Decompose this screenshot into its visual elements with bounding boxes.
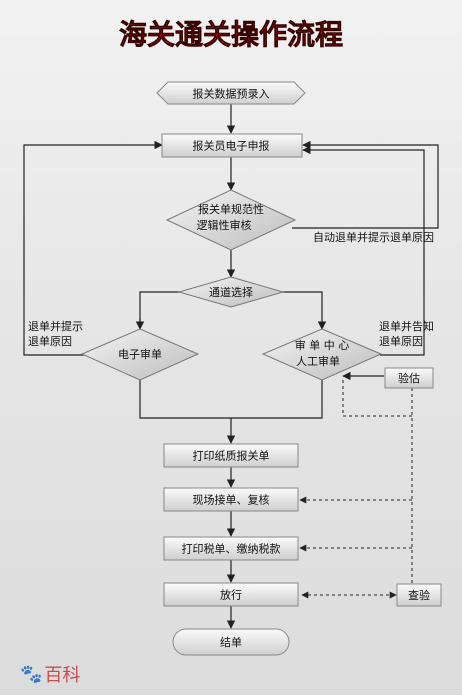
node-release-label: 放行 <box>220 588 242 602</box>
label-return-right-line2: 退单原因 <box>379 335 423 348</box>
edge-return-left <box>23 140 163 356</box>
node-onsite: 现场接单、复核 <box>163 487 299 512</box>
node-manual-line2: 人工审单 <box>296 354 340 368</box>
node-declarer-label: 报关员电子申报 <box>193 139 270 153</box>
watermark-text: 百科 <box>44 665 81 686</box>
node-verify: 查验 <box>396 583 442 607</box>
label-return-left-line1: 退单并提示 <box>28 319 83 333</box>
label-return-right-line1: 退单并告知 <box>379 319 434 333</box>
node-inspect-label: 验估 <box>398 371 420 385</box>
node-declarer: 报关员电子申报 <box>161 133 303 158</box>
label-return-left-line2: 退单原因 <box>28 335 72 348</box>
node-end-label: 结单 <box>220 636 242 649</box>
node-manual-line1: 审 单 中 心 <box>295 338 350 352</box>
baidu-logo: 🐾 百科 <box>20 660 80 688</box>
node-print-paper-label: 打印纸质报关单 <box>193 449 270 463</box>
connectors <box>23 104 439 629</box>
dashed-links <box>299 380 413 599</box>
node-print-paper: 打印纸质报关单 <box>163 443 299 468</box>
edge-merge <box>139 380 323 419</box>
node-e-review-label: 电子审单 <box>118 347 162 361</box>
node-verify-label: 查验 <box>408 588 430 602</box>
node-print-tax: 打印税单、缴纳税款 <box>163 536 299 561</box>
edge-auto-return <box>292 140 439 229</box>
node-predeclare: 报关数据预录入 <box>156 81 306 105</box>
node-print-tax-label: 打印税单、缴纳税款 <box>182 542 281 556</box>
node-inspect: 验估 <box>384 367 434 389</box>
node-logic-check-line1: 报关单规范性 <box>198 202 264 216</box>
node-channel: 通道选择 <box>177 276 285 308</box>
node-e-review: 电子审单 <box>80 328 200 381</box>
edge-return-right <box>302 145 425 356</box>
page-title: 海关通关操作流程 <box>119 18 343 51</box>
edge-channel-right <box>282 291 327 330</box>
node-end: 结单 <box>172 628 290 656</box>
node-predeclare-label: 报关数据预录入 <box>193 87 270 101</box>
label-auto-return: 自动退单并提示退单原因 <box>313 230 434 244</box>
node-channel-label: 通道选择 <box>209 285 253 299</box>
edge-channel-split <box>139 291 180 328</box>
paw-icon: 🐾 <box>20 663 43 685</box>
node-logic-check: 报关单规范性 逻辑性审核 <box>165 189 297 251</box>
node-release: 放行 <box>163 582 299 607</box>
node-onsite-label: 现场接单、复核 <box>193 493 270 507</box>
node-logic-check-line2: 逻辑性审核 <box>197 218 252 232</box>
node-manual-review: 审 单 中 心 人工审单 <box>261 328 383 381</box>
